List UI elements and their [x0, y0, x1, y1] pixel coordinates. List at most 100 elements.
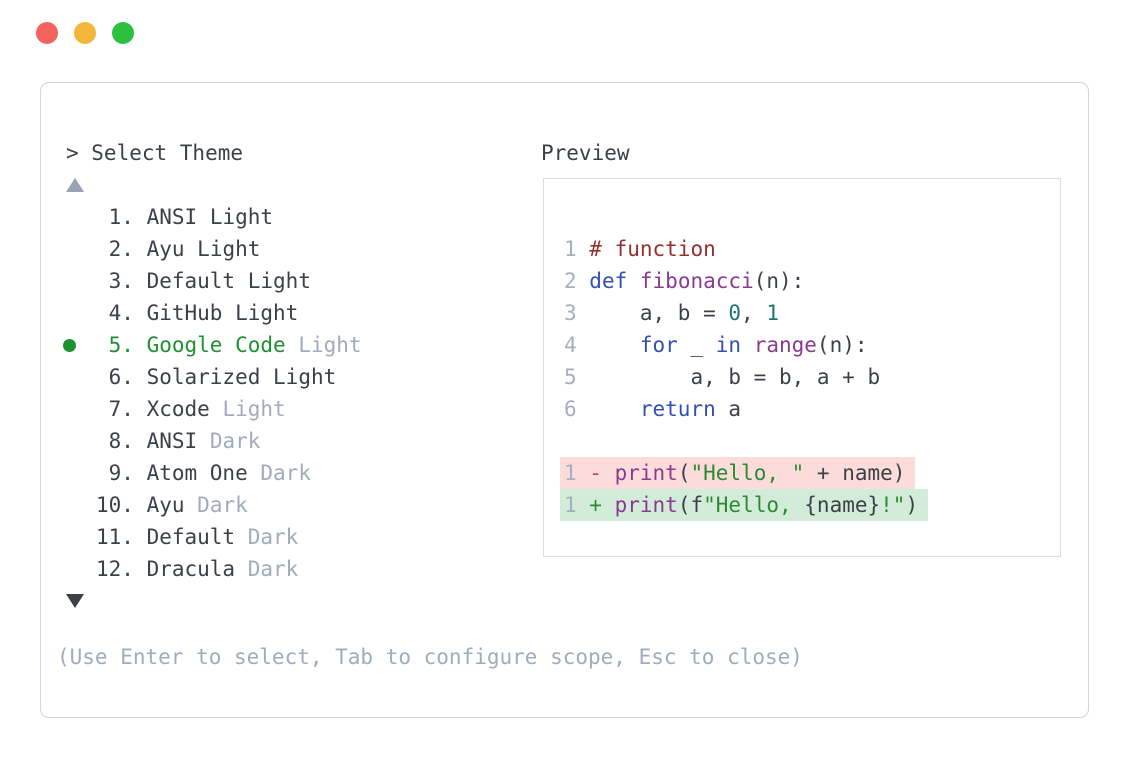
item-number-separator: .: [121, 397, 147, 421]
code-line: 4 for _ in range(n):: [564, 329, 928, 361]
theme-list-item[interactable]: 7. Xcode Light: [66, 393, 362, 425]
diff-removed-line: 1 - print("Hello, " + name): [560, 457, 928, 489]
code-token: ): [905, 493, 919, 517]
code-token: a, b =: [589, 301, 729, 325]
triangle-up-icon: [66, 178, 84, 192]
code-token: range: [753, 333, 817, 357]
item-theme-variant: Light: [247, 269, 311, 293]
code-line: 2 def fibonacci(n):: [564, 265, 928, 297]
theme-list-item[interactable]: 10. Ayu Dark: [66, 489, 362, 521]
code-token: (f: [677, 493, 704, 517]
item-number-separator: .: [121, 525, 147, 549]
item-number-separator: .: [121, 237, 147, 261]
code-token: in: [715, 333, 742, 357]
code-token: + name): [804, 461, 906, 485]
item-number: 4: [108, 301, 122, 325]
theme-list-item[interactable]: 2. Ayu Light: [66, 233, 362, 265]
close-button[interactable]: [36, 22, 58, 44]
code-line-content: 2 def fibonacci(n):: [560, 265, 814, 297]
item-theme-name: ANSI: [146, 205, 198, 229]
scroll-down-indicator[interactable]: [66, 585, 362, 617]
theme-list-item[interactable]: 6. Solarized Light: [66, 361, 362, 393]
code-token: [602, 493, 615, 517]
theme-list-item[interactable]: 8. ANSI Dark: [66, 425, 362, 457]
code-token: "Hello,: [703, 493, 805, 517]
item-number: 10: [96, 493, 122, 517]
code-line: 1 # function: [564, 233, 928, 265]
line-number: 1: [564, 237, 590, 261]
code-token: "Hello, ": [690, 461, 805, 485]
code-line: [564, 425, 928, 457]
line-number: 2: [564, 269, 590, 293]
minimize-button[interactable]: [74, 22, 96, 44]
item-theme-name: ANSI: [146, 429, 198, 453]
code-token: [602, 461, 615, 485]
code-line-content: 3 a, b = 0, 1: [560, 297, 789, 329]
item-number: 6: [108, 365, 122, 389]
theme-list-item[interactable]: 5. Google Code Light: [63, 329, 362, 361]
line-number: 4: [564, 333, 590, 357]
item-theme-variant: Light: [209, 205, 274, 229]
item-theme-variant: Dark: [209, 429, 261, 453]
code-token: _: [677, 333, 716, 357]
item-number: 1: [108, 205, 122, 229]
code-line: 3 a, b = 0, 1: [564, 297, 928, 329]
item-number-separator: .: [121, 461, 147, 485]
code-token: 0: [728, 301, 742, 325]
item-theme-variant: Dark: [247, 525, 299, 549]
theme-list-item[interactable]: 12. Dracula Dark: [66, 553, 362, 585]
theme-list-item[interactable]: 4. GitHub Light: [66, 297, 362, 329]
item-theme-variant: Dark: [247, 557, 299, 581]
theme-list-item[interactable]: 1. ANSI Light: [66, 201, 362, 233]
code-token: !": [880, 493, 906, 517]
item-theme-variant: Dark: [260, 461, 311, 485]
code-token: print: [614, 493, 678, 517]
preview-label: Preview: [541, 141, 630, 165]
zoom-button[interactable]: [112, 22, 134, 44]
line-number: 1: [564, 493, 590, 517]
item-number-separator: .: [121, 429, 147, 453]
item-number-separator: .: [121, 205, 147, 229]
item-theme-variant: Light: [222, 397, 286, 421]
code-token: ,: [741, 301, 767, 325]
item-theme-name: Atom One: [146, 461, 248, 485]
code-line-content: [560, 425, 574, 457]
item-theme-name: GitHub: [146, 301, 223, 325]
code-token: 1: [766, 301, 779, 325]
item-number: 9: [108, 461, 122, 485]
item-theme-name: Ayu: [146, 493, 185, 517]
item-theme-variant: Light: [197, 237, 261, 261]
select-theme-prompt: > Select Theme: [66, 141, 244, 165]
theme-list-item[interactable]: 9. Atom One Dark: [66, 457, 362, 489]
code-token: # function: [589, 237, 716, 261]
item-number: 11: [96, 525, 122, 549]
code-token: return: [639, 397, 716, 421]
code-line-content: 6 return a: [560, 393, 751, 425]
item-theme-name: Ayu: [146, 237, 185, 261]
footer-hint: (Use Enter to select, Tab to configure s…: [57, 645, 803, 669]
code-token: a, b = b, a + b: [589, 365, 881, 389]
line-number: 5: [564, 365, 590, 389]
code-token: (n):: [753, 269, 805, 293]
item-number-separator: .: [121, 493, 147, 517]
code-token: {name}: [804, 493, 881, 517]
window-controls: [36, 22, 134, 44]
code-token: [741, 333, 754, 357]
selected-bullet-icon: [63, 329, 96, 361]
code-token: +: [589, 493, 602, 517]
code-line-content: 5 a, b = b, a + b: [560, 361, 890, 393]
theme-list-item[interactable]: 11. Default Dark: [66, 521, 362, 553]
code-token: for: [639, 333, 678, 357]
code-token: (n):: [816, 333, 868, 357]
scroll-up-indicator[interactable]: [66, 169, 362, 201]
line-number: 1: [564, 461, 590, 485]
item-theme-variant: Light: [298, 333, 362, 357]
code-token: [589, 397, 640, 421]
code-line: 5 a, b = b, a + b: [564, 361, 928, 393]
item-theme-name: Solarized: [146, 365, 261, 389]
item-theme-name: Default: [146, 525, 236, 549]
item-theme-variant: Light: [273, 365, 337, 389]
theme-list-item[interactable]: 3. Default Light: [66, 265, 362, 297]
